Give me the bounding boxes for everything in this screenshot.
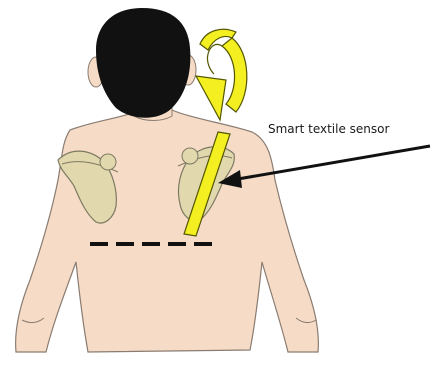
- curved-rotation-arrow-icon: [196, 29, 247, 120]
- sensor-label: Smart textile sensor: [268, 122, 389, 136]
- torso: [16, 110, 319, 352]
- head-hair: [96, 8, 190, 118]
- left-acromion: [100, 154, 116, 170]
- right-acromion: [182, 148, 198, 164]
